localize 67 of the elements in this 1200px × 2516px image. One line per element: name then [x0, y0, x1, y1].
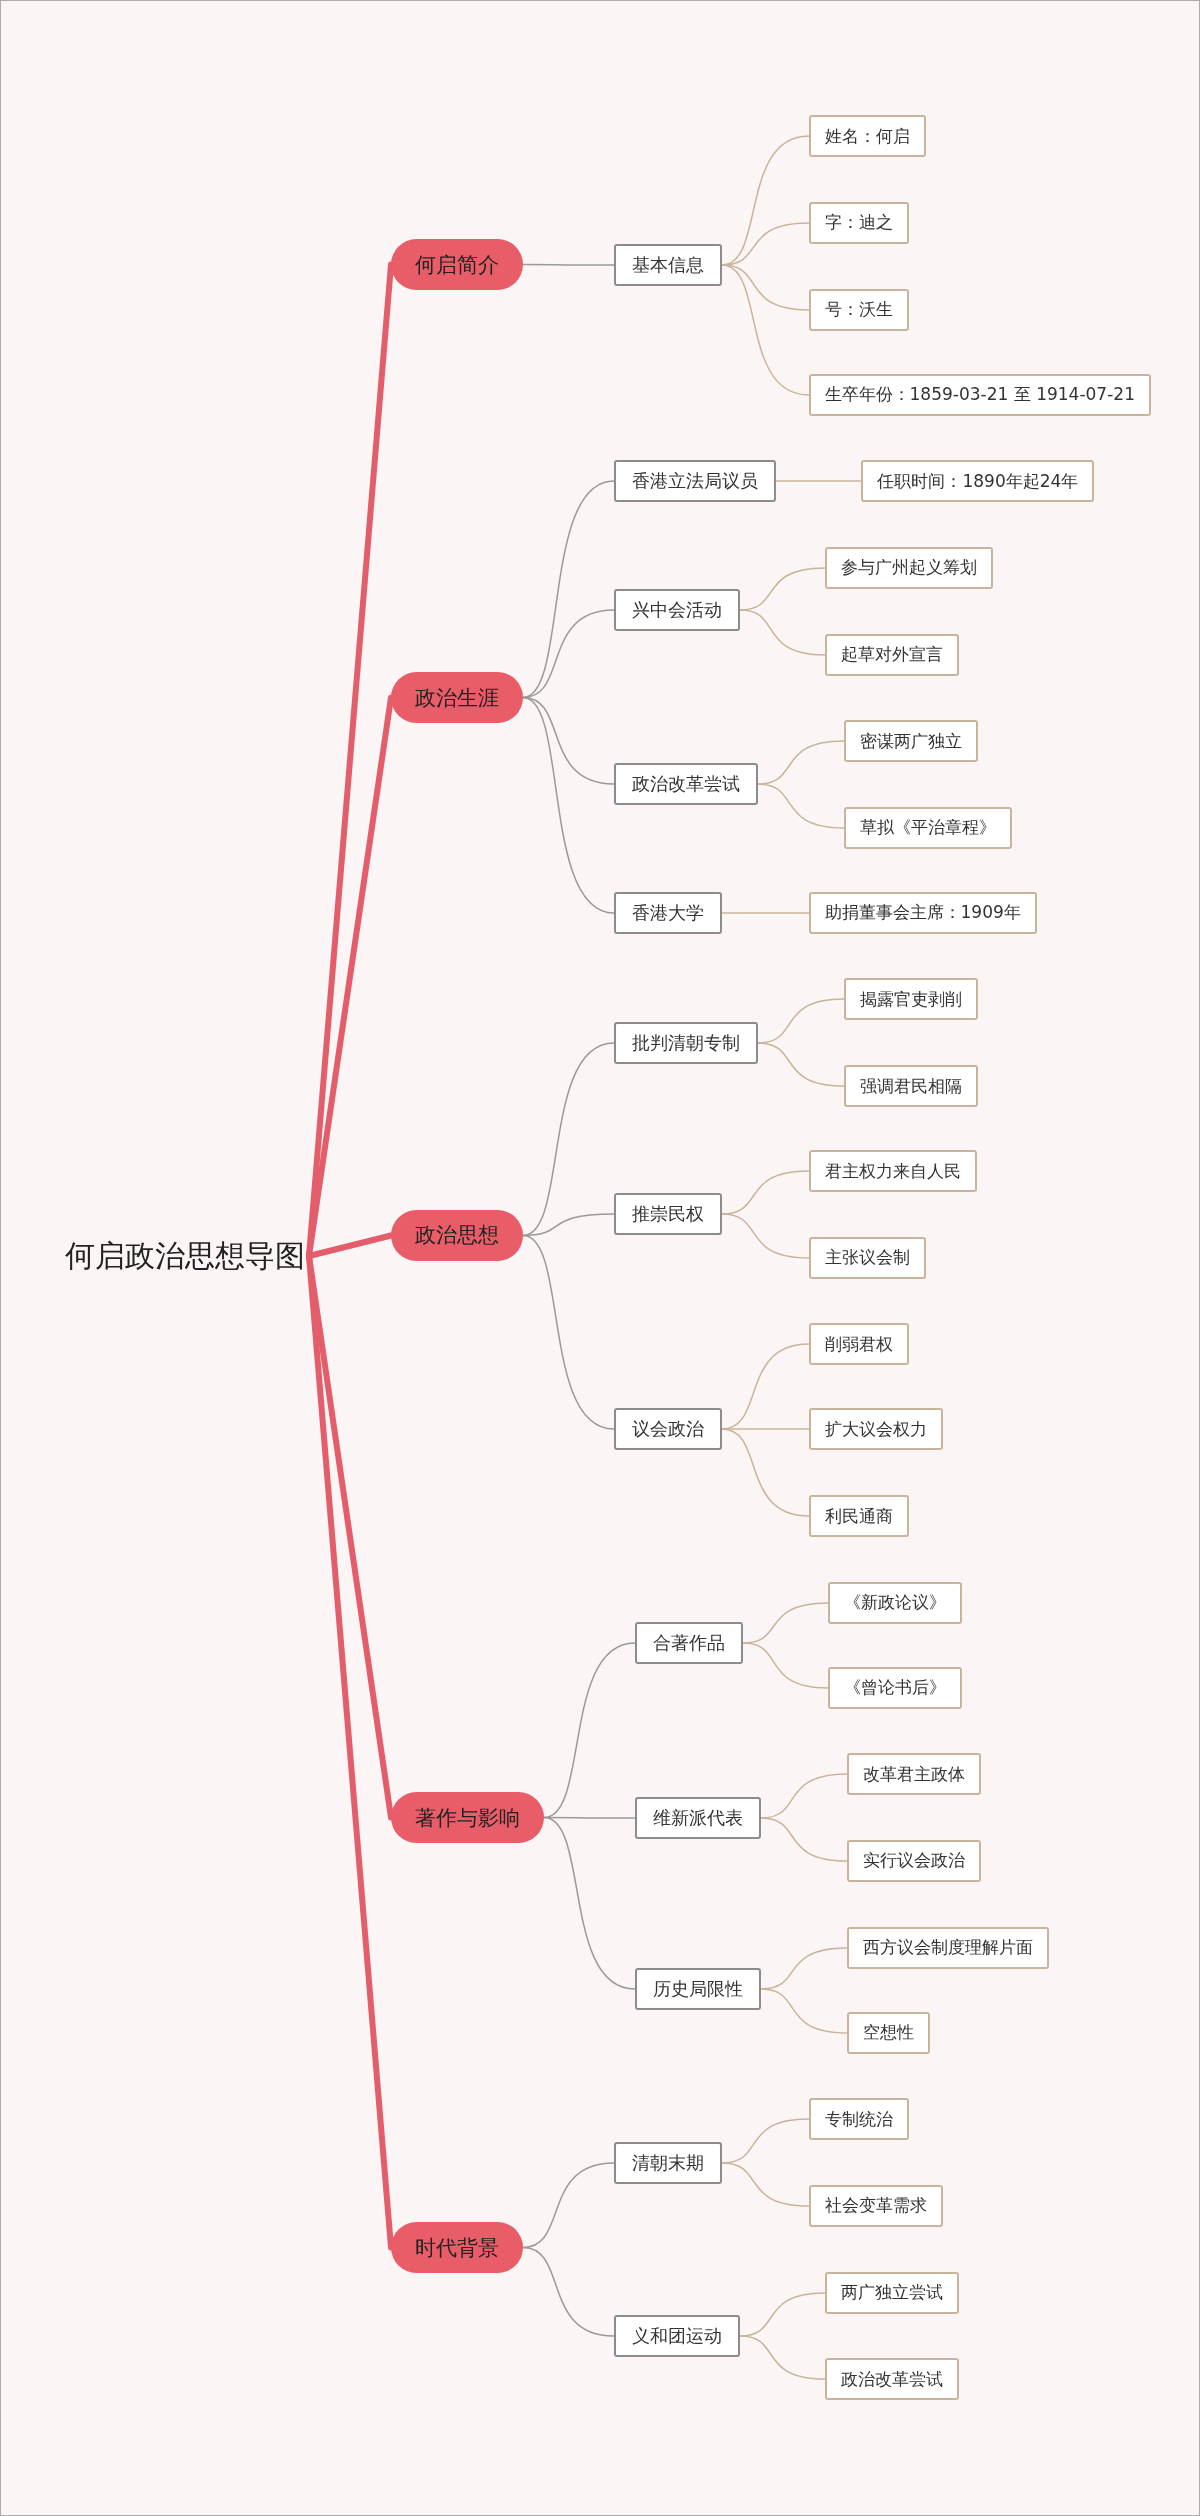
detail-box: 姓名：何启 [808, 115, 926, 158]
connector-line [522, 609, 615, 699]
connector-line [721, 912, 810, 914]
title-text: 何启政治思想导图 [60, 1234, 309, 1279]
connector-line [775, 480, 862, 482]
connector-line [721, 1428, 810, 1517]
detail-box: 揭露官吏剥削 [843, 978, 978, 1021]
connector-line [522, 2162, 615, 2249]
subtopic-box: 香港大学 [614, 891, 723, 934]
connector-line [739, 2335, 826, 2380]
subtopic-box: 议会政治 [614, 1408, 723, 1451]
connector-line [721, 1428, 810, 1430]
detail-box: 扩大议会权力 [808, 1408, 943, 1451]
detail-box: 任职时间：1890年起24年 [861, 460, 1095, 503]
connector-line [760, 1817, 848, 1862]
detail-box: 助捐董事会主席：1909年 [808, 891, 1037, 934]
detail-box: 专制统治 [808, 2098, 909, 2141]
subtopic-box: 清朝末期 [614, 2141, 723, 2184]
connector-line [522, 2246, 615, 2337]
subtopic-box: 历史局限性 [635, 1968, 762, 2011]
subtopic-box: 基本信息 [614, 243, 723, 286]
detail-box: 生卒年份：1859-03-21 至 1914-07-21 [808, 373, 1151, 416]
topic-pill: 何启简介 [391, 239, 524, 291]
subtopic-box: 合著作品 [635, 1621, 744, 1664]
detail-box: 字：迪之 [808, 202, 909, 244]
connector-line [522, 1042, 615, 1237]
detail-box: 强调君民相隔 [843, 1065, 978, 1108]
detail-box: 君主权力来自人民 [808, 1150, 977, 1193]
connector-line [757, 1042, 845, 1087]
detail-box: 号：沃生 [808, 288, 909, 331]
topic-pill: 著作与影响 [391, 1792, 545, 1844]
subtopic-box: 维新派代表 [635, 1796, 762, 1839]
connector-line [739, 609, 826, 656]
connector-line [522, 1234, 615, 1430]
detail-box: 政治改革尝试 [824, 2358, 959, 2401]
connector-line [760, 1988, 848, 2034]
detail-box: 草拟《平治章程》 [843, 806, 1012, 849]
detail-box: 密谋两广独立 [843, 720, 978, 763]
detail-box: 社会变革需求 [808, 2184, 943, 2227]
topic-pill: 时代背景 [391, 2222, 524, 2274]
connector-line [543, 1816, 636, 1990]
detail-box: 《新政论议》 [827, 1581, 962, 1624]
detail-box: 削弱君权 [808, 1323, 909, 1366]
detail-box: 西方议会制度理解片面 [847, 1926, 1050, 1969]
subtopic-box: 推崇民权 [614, 1193, 723, 1236]
connector-line [757, 783, 845, 829]
detail-box: 利民通商 [808, 1495, 909, 1538]
detail-box: 改革君主政体 [847, 1753, 982, 1796]
detail-box: 起草对外宣言 [824, 633, 959, 676]
detail-box: 空想性 [847, 2011, 931, 2054]
connector-line [522, 696, 615, 914]
detail-box: 《曾论书后》 [827, 1666, 962, 1709]
detail-box: 参与广州起义筹划 [824, 546, 993, 589]
subtopic-box: 义和团运动 [614, 2314, 741, 2357]
detail-box: 实行议会政治 [847, 1839, 982, 1882]
subtopic-box: 香港立法局议员 [614, 460, 777, 503]
subtopic-box: 兴中会活动 [614, 588, 741, 631]
connector-line [721, 2162, 810, 2207]
connector-line [522, 263, 615, 266]
connector-line [543, 1642, 636, 1819]
topic-pill: 政治生涯 [391, 672, 524, 724]
detail-box: 主张议会制 [808, 1236, 926, 1279]
subtopic-box: 批判清朝专制 [614, 1021, 759, 1064]
subtopic-box: 政治改革尝试 [614, 763, 759, 806]
connector-line [721, 1213, 810, 1259]
detail-box: 两广独立尝试 [824, 2271, 959, 2314]
connector-line [742, 1642, 829, 1689]
